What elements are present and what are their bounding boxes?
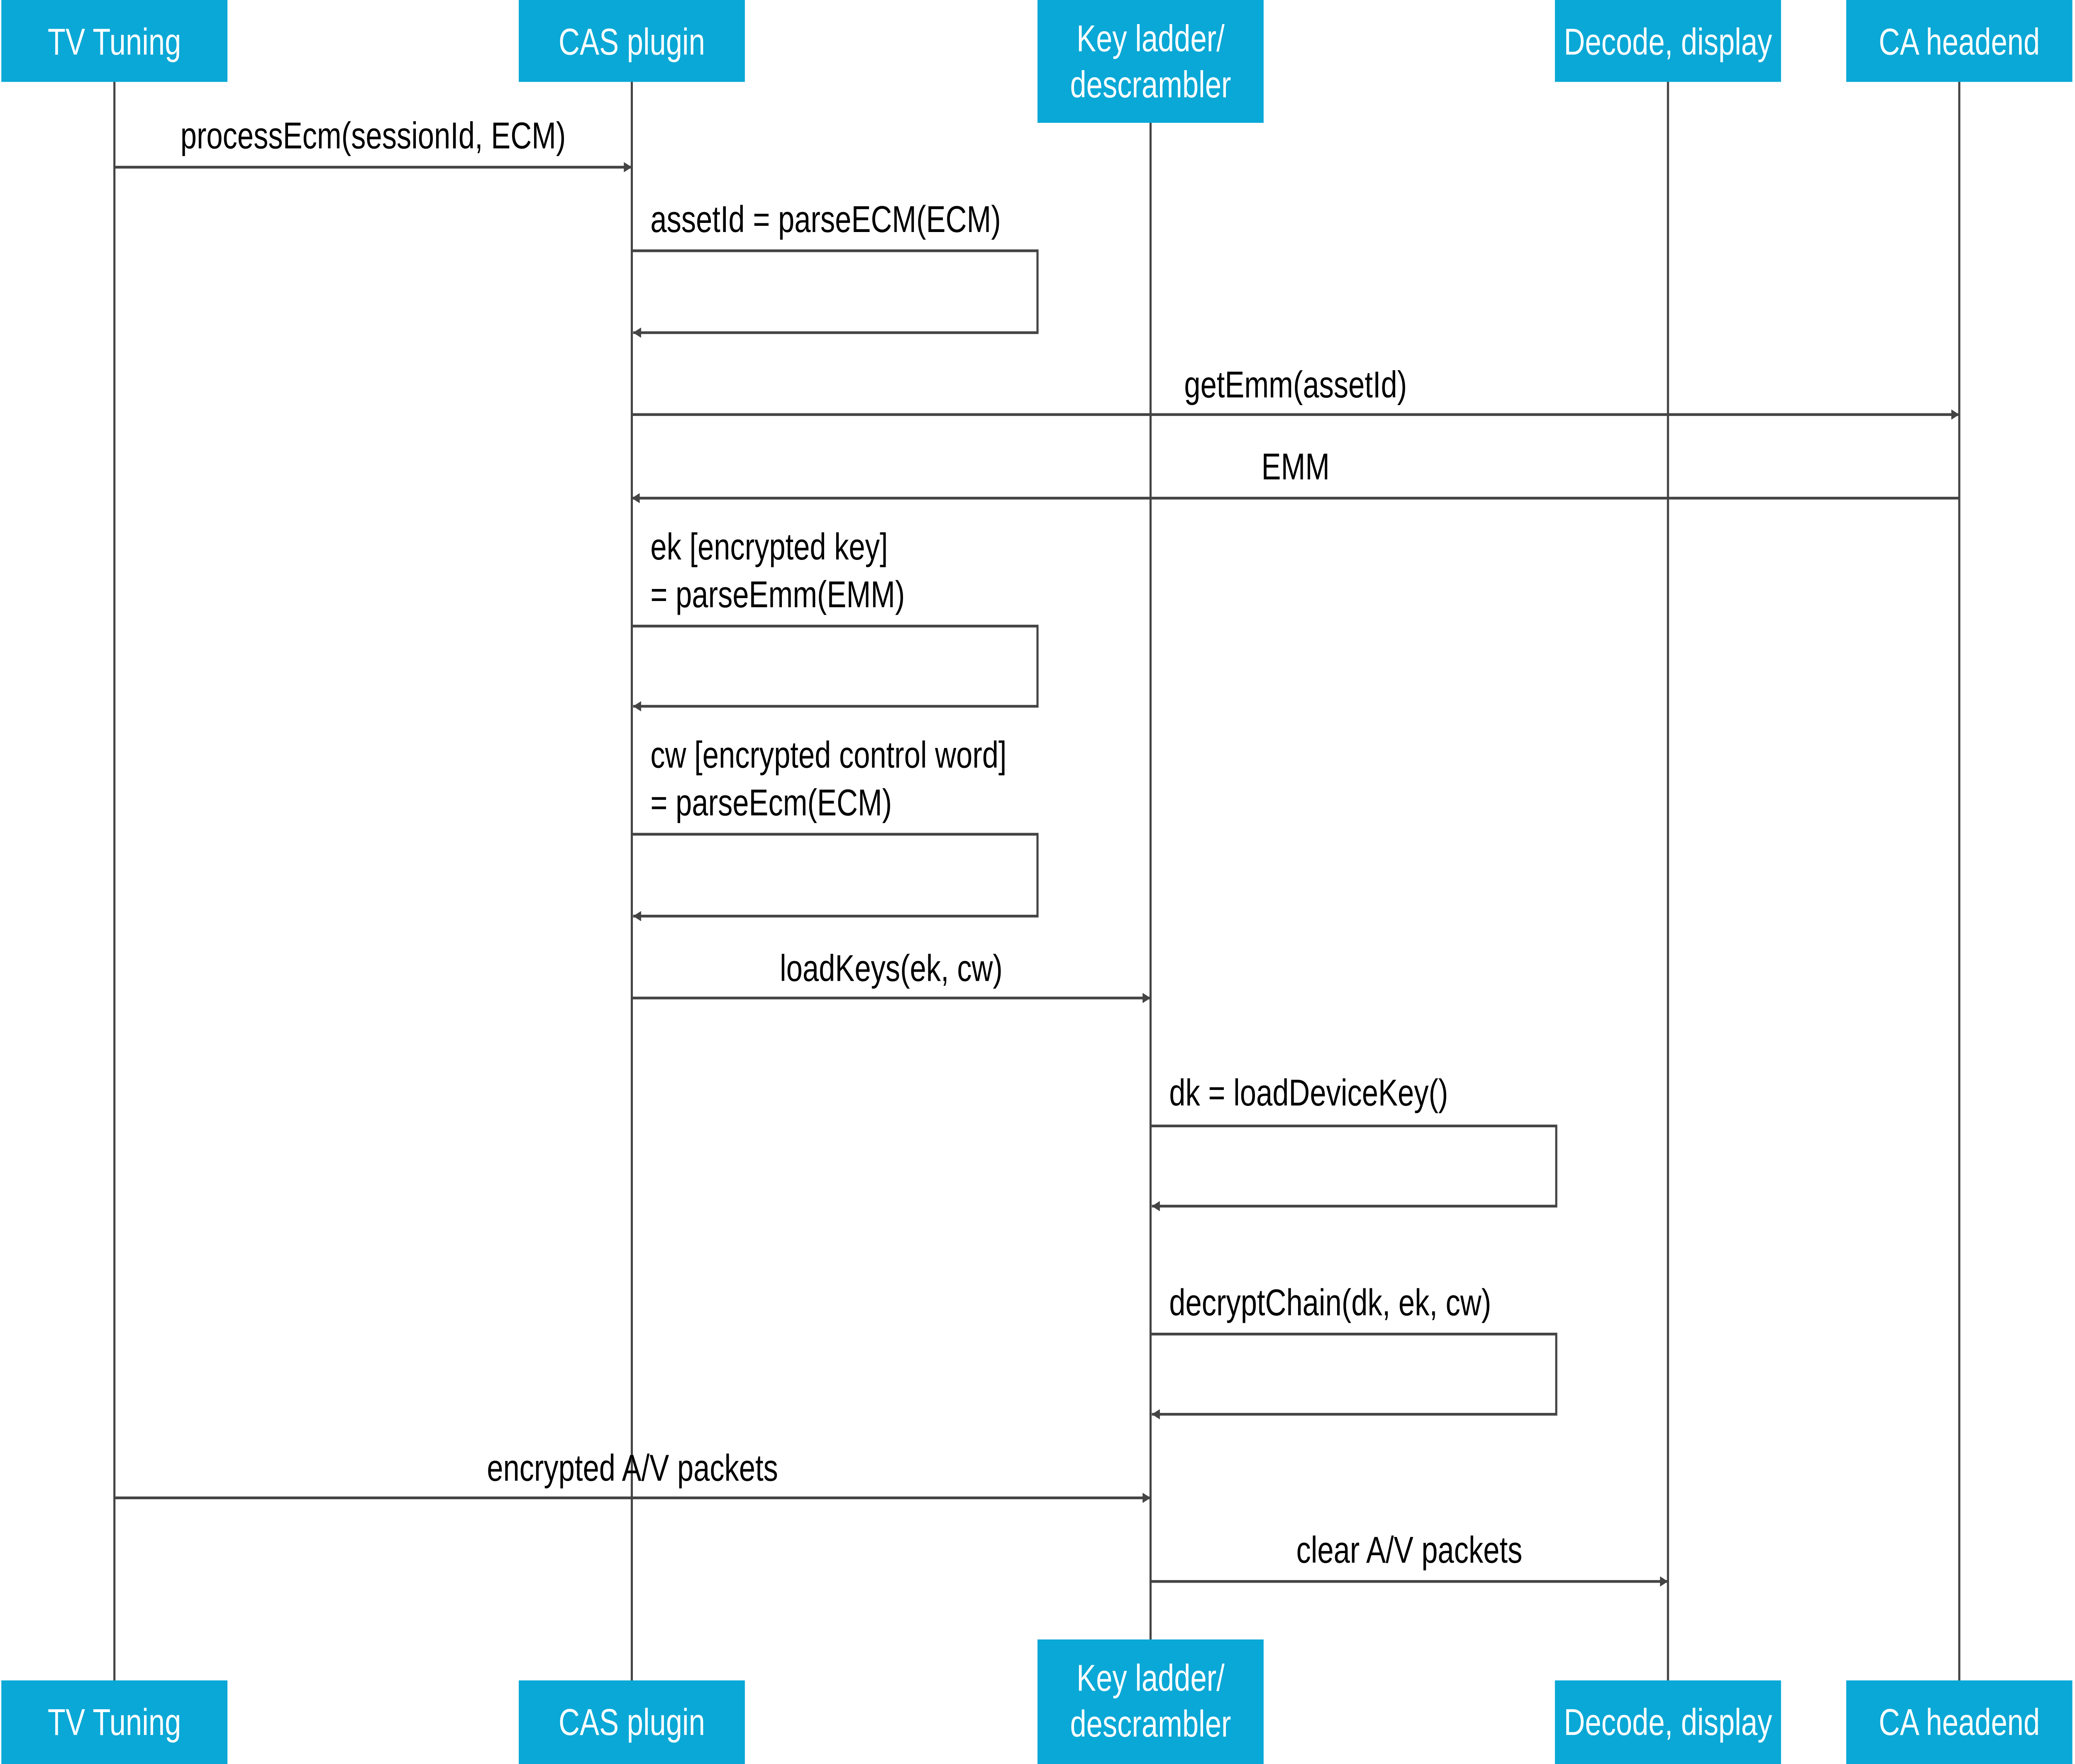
participant-dec-top: Decode, display [1555, 0, 1781, 82]
participant-key-top: Key ladder/descrambler [1038, 0, 1264, 123]
message-0: processEcm(sessionId, ECM) [114, 115, 632, 173]
message-7: dk = loadDeviceKey() [1150, 1072, 1557, 1212]
participant-box [1, 0, 228, 82]
message-label: processEcm(sessionId, ECM) [181, 115, 566, 156]
participant-ca-bottom: CA headend [1846, 1680, 2073, 1764]
participant-ca-top: CA headend [1846, 0, 2073, 82]
message-label: dk = loadDeviceKey() [1169, 1072, 1448, 1114]
message-label: = parseEmm(EMM) [650, 574, 905, 616]
message-1: assetId = parseECM(ECM) [632, 199, 1039, 338]
message-label: getEmm(assetId) [1184, 364, 1407, 406]
message-4: ek [encrypted key] = parseEmm(EMM) [632, 526, 1039, 711]
lifelines [113, 68, 1960, 1706]
message-9: encrypted A/V packets [114, 1447, 1151, 1503]
participant-key-bottom: Key ladder/descrambler [1038, 1639, 1264, 1764]
participant-label: Decode, display [1564, 21, 1772, 63]
message-label: encrypted A/V packets [487, 1447, 778, 1489]
participant-box [1846, 1680, 2073, 1764]
message-3: EMM [632, 446, 1960, 503]
message-label: cw [encrypted control word] [650, 734, 1006, 776]
participant-cas-top: CAS plugin [519, 0, 745, 82]
participant-label: TV Tuning [48, 21, 181, 63]
participant-tv-bottom: TV Tuning [1, 1680, 228, 1764]
participant-label: CA headend [1879, 1702, 2040, 1743]
participant-box [519, 0, 745, 82]
message-label: decryptChain(dk, ek, cw) [1169, 1282, 1491, 1324]
self-call-arrow [632, 625, 1039, 711]
participant-label: CA headend [1879, 21, 2040, 63]
self-call-arrow [632, 249, 1039, 338]
self-call-arrow [1150, 1332, 1557, 1420]
message-label: EMM [1262, 446, 1330, 488]
participant-box [1038, 0, 1264, 123]
message-10: clear A/V packets [1150, 1529, 1668, 1587]
message-label: loadKeys(ek, cw) [780, 948, 1003, 989]
message-6: loadKeys(ek, cw) [632, 948, 1151, 1003]
participant-box [1, 1680, 228, 1764]
participant-box [1555, 0, 1781, 82]
participant-dec-bottom: Decode, display [1555, 1680, 1781, 1764]
participant-label: CAS plugin [559, 21, 705, 63]
self-call-arrow [632, 833, 1039, 921]
participant-box [1038, 1639, 1264, 1764]
participant-label: TV Tuning [48, 1702, 181, 1743]
participant-label: Key ladder/ [1077, 1657, 1225, 1699]
message-label: ek [encrypted key] [650, 526, 888, 568]
self-call-arrow [1150, 1124, 1557, 1212]
participant-box [1846, 0, 2073, 82]
participant-label: descrambler [1070, 64, 1231, 105]
participant-label: Decode, display [1564, 1702, 1772, 1743]
message-label: clear A/V packets [1296, 1529, 1522, 1571]
participant-box [519, 1680, 745, 1764]
participant-cas-bottom: CAS plugin [519, 1680, 745, 1764]
message-label: = parseEcm(ECM) [650, 782, 892, 823]
messages: processEcm(sessionId, ECM) assetId = pars… [114, 115, 1960, 1587]
message-5: cw [encrypted control word] = parseEcm(EC… [632, 734, 1039, 921]
message-2: getEmm(assetId) [632, 364, 1960, 420]
participant-label: descrambler [1070, 1703, 1231, 1745]
participant-label: CAS plugin [559, 1702, 705, 1743]
participant-label: Key ladder/ [1077, 18, 1225, 59]
participant-box [1555, 1680, 1781, 1764]
message-label: assetId = parseECM(ECM) [650, 199, 1001, 240]
participant-tv-top: TV Tuning [1, 0, 228, 82]
message-8: decryptChain(dk, ek, cw) [1150, 1282, 1557, 1420]
